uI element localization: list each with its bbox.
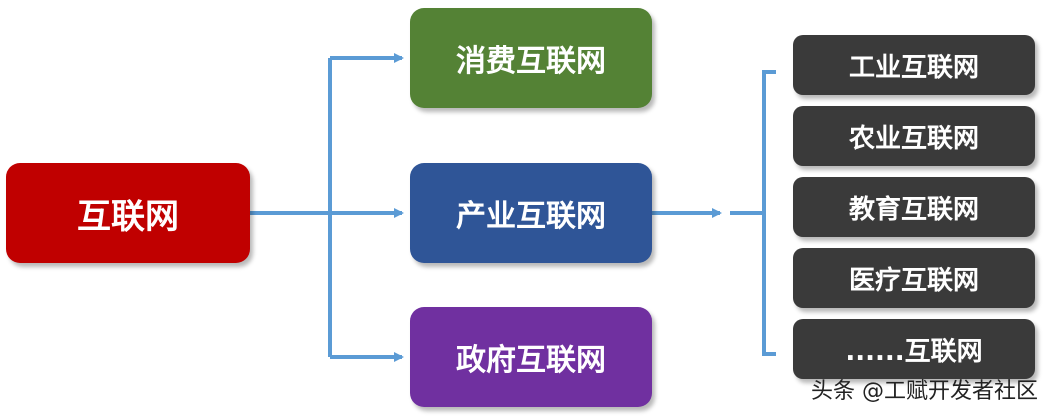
branch-node-label: 政府互联网	[456, 343, 606, 378]
root-node-internet: 互联网	[6, 163, 250, 263]
leaf-node-label: 教育互联网	[848, 194, 979, 225]
branch-node-consumer: 消费互联网	[410, 8, 652, 108]
leaf-node-agricultural-internet: 农业互联网	[793, 106, 1035, 166]
branch-node-label: 产业互联网	[456, 199, 606, 234]
branch-node-government: 政府互联网	[410, 307, 652, 407]
children-bracket	[730, 70, 776, 356]
branch-node-label: 消费互联网	[456, 44, 606, 79]
leaf-node-industrial-internet: 工业互联网	[793, 35, 1035, 95]
root-node-label: 互联网	[77, 196, 179, 237]
branch-node-industrial: 产业互联网	[410, 163, 652, 263]
leaf-node-label: 工业互联网	[848, 52, 979, 83]
watermark-text: 头条 @工赋开发者社区	[811, 379, 1038, 404]
leaf-node-other-internet: ......互联网	[793, 319, 1035, 379]
leaf-node-label: 农业互联网	[848, 123, 979, 154]
leaf-node-label: 医疗互联网	[848, 265, 979, 296]
leaf-node-label: ......互联网	[845, 336, 983, 367]
leaf-node-medical-internet: 医疗互联网	[793, 248, 1035, 308]
leaf-node-education-internet: 教育互联网	[793, 177, 1035, 237]
